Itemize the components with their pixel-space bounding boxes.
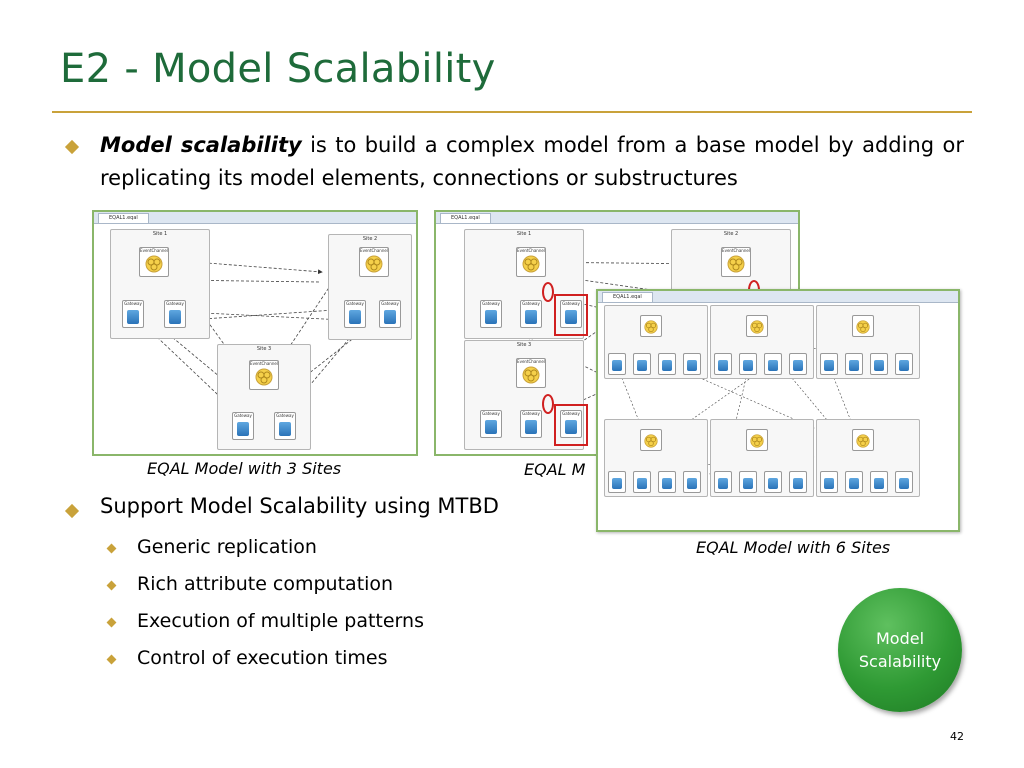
event-channel-icon[interactable]: [746, 315, 768, 337]
badge-line-2: Scalability: [858, 652, 942, 671]
sub-bullet-item: Execution of multiple patterns: [137, 610, 424, 632]
gateway-icon[interactable]: Gateway: [520, 300, 542, 328]
slide-title: E2 - Model Scalability: [60, 46, 496, 92]
event-channel-icon[interactable]: [746, 429, 768, 451]
gateway-icon[interactable]: [845, 471, 863, 493]
gateway-icon[interactable]: [658, 353, 676, 375]
event-channel-icon[interactable]: EventChannel: [516, 358, 546, 388]
bullet-icon: [106, 543, 117, 554]
gateway-icon[interactable]: [658, 471, 676, 493]
gateway-icon[interactable]: [870, 471, 888, 493]
gateway-icon[interactable]: [683, 353, 701, 375]
replicated-element-highlight: [554, 404, 588, 446]
event-channel-icon[interactable]: [640, 315, 662, 337]
caption-4-sites: EQAL M: [524, 460, 586, 479]
badge-line-1: Model: [875, 629, 925, 648]
window-tab[interactable]: EQAL1.eqal: [440, 213, 491, 223]
gateway-icon[interactable]: [683, 471, 701, 493]
gateway-icon[interactable]: [608, 353, 626, 375]
event-channel-icon[interactable]: EventChannel: [359, 247, 389, 277]
gateway-icon[interactable]: [714, 353, 732, 375]
window-tab-bar: EQAL1.eqal: [94, 212, 416, 224]
event-channel-icon[interactable]: EventChannel: [139, 247, 169, 277]
event-channel-icon[interactable]: [640, 429, 662, 451]
event-channel-icon[interactable]: [852, 315, 874, 337]
gateway-icon[interactable]: Gateway: [480, 300, 502, 328]
gateway-icon[interactable]: [764, 471, 782, 493]
gateway-icon[interactable]: Gateway: [122, 300, 144, 328]
event-channel-icon[interactable]: EventChannel: [249, 360, 279, 390]
gateway-icon[interactable]: [820, 353, 838, 375]
gateway-icon[interactable]: [789, 471, 807, 493]
diagram-window-6-sites: EQAL1.eqal: [596, 289, 960, 532]
bullet-icon: [64, 503, 80, 519]
window-tab-bar: EQAL1.eqal: [598, 291, 958, 303]
gateway-icon[interactable]: Gateway: [520, 410, 542, 438]
definition-paragraph: Model scalability is to build a complex …: [100, 129, 964, 195]
window-tab[interactable]: EQAL1.eqal: [98, 213, 149, 223]
gateway-icon[interactable]: [739, 471, 757, 493]
bullet-icon: [106, 617, 117, 628]
title-rule: [52, 111, 972, 113]
sub-bullet-item: Control of execution times: [137, 647, 388, 669]
gateway-icon[interactable]: Gateway: [560, 410, 582, 438]
gateway-icon[interactable]: [870, 353, 888, 375]
gateway-icon[interactable]: Gateway: [480, 410, 502, 438]
gateway-icon[interactable]: [895, 471, 913, 493]
gateway-icon[interactable]: [789, 353, 807, 375]
event-channel-icon[interactable]: [852, 429, 874, 451]
definition-term: Model scalability: [100, 133, 302, 157]
gateway-icon[interactable]: Gateway: [379, 300, 401, 328]
gateway-icon[interactable]: [633, 353, 651, 375]
gateway-icon[interactable]: Gateway: [344, 300, 366, 328]
gateway-icon[interactable]: [895, 353, 913, 375]
page-number: 42: [950, 730, 964, 743]
gateway-icon[interactable]: [739, 353, 757, 375]
gateway-icon[interactable]: Gateway: [164, 300, 186, 328]
bullet-icon: [64, 139, 80, 155]
support-heading: Support Model Scalability using MTBD: [100, 494, 499, 518]
gateway-icon[interactable]: Gateway: [232, 412, 254, 440]
window-tab[interactable]: EQAL1.eqal: [602, 292, 653, 302]
caption-3-sites: EQAL Model with 3 Sites: [147, 459, 342, 478]
gateway-icon[interactable]: [820, 471, 838, 493]
bullet-icon: [106, 654, 117, 665]
caption-6-sites: EQAL Model with 6 Sites: [696, 538, 891, 557]
gateway-icon[interactable]: [764, 353, 782, 375]
gateway-icon[interactable]: Gateway: [274, 412, 296, 440]
replicated-element-highlight: [554, 294, 588, 336]
window-tab-bar: EQAL1.eqal: [436, 212, 798, 224]
sub-bullet-item: Rich attribute computation: [137, 573, 394, 595]
gateway-icon[interactable]: [845, 353, 863, 375]
gateway-icon[interactable]: [633, 471, 651, 493]
event-channel-icon[interactable]: EventChannel: [516, 247, 546, 277]
gateway-icon[interactable]: [714, 471, 732, 493]
replicated-link-highlight: [542, 394, 554, 414]
diagram-window-3-sites: EQAL1.eqal Site 1 Site 2 Site: [92, 210, 418, 456]
gateway-icon[interactable]: Gateway: [560, 300, 582, 328]
sub-bullet-item: Generic replication: [137, 536, 317, 558]
definition-text: is to build a complex model from a base …: [100, 133, 964, 190]
bullet-icon: [106, 580, 117, 591]
event-channel-icon[interactable]: EventChannel: [721, 247, 751, 277]
gateway-icon[interactable]: [608, 471, 626, 493]
replicated-link-highlight: [542, 282, 554, 302]
